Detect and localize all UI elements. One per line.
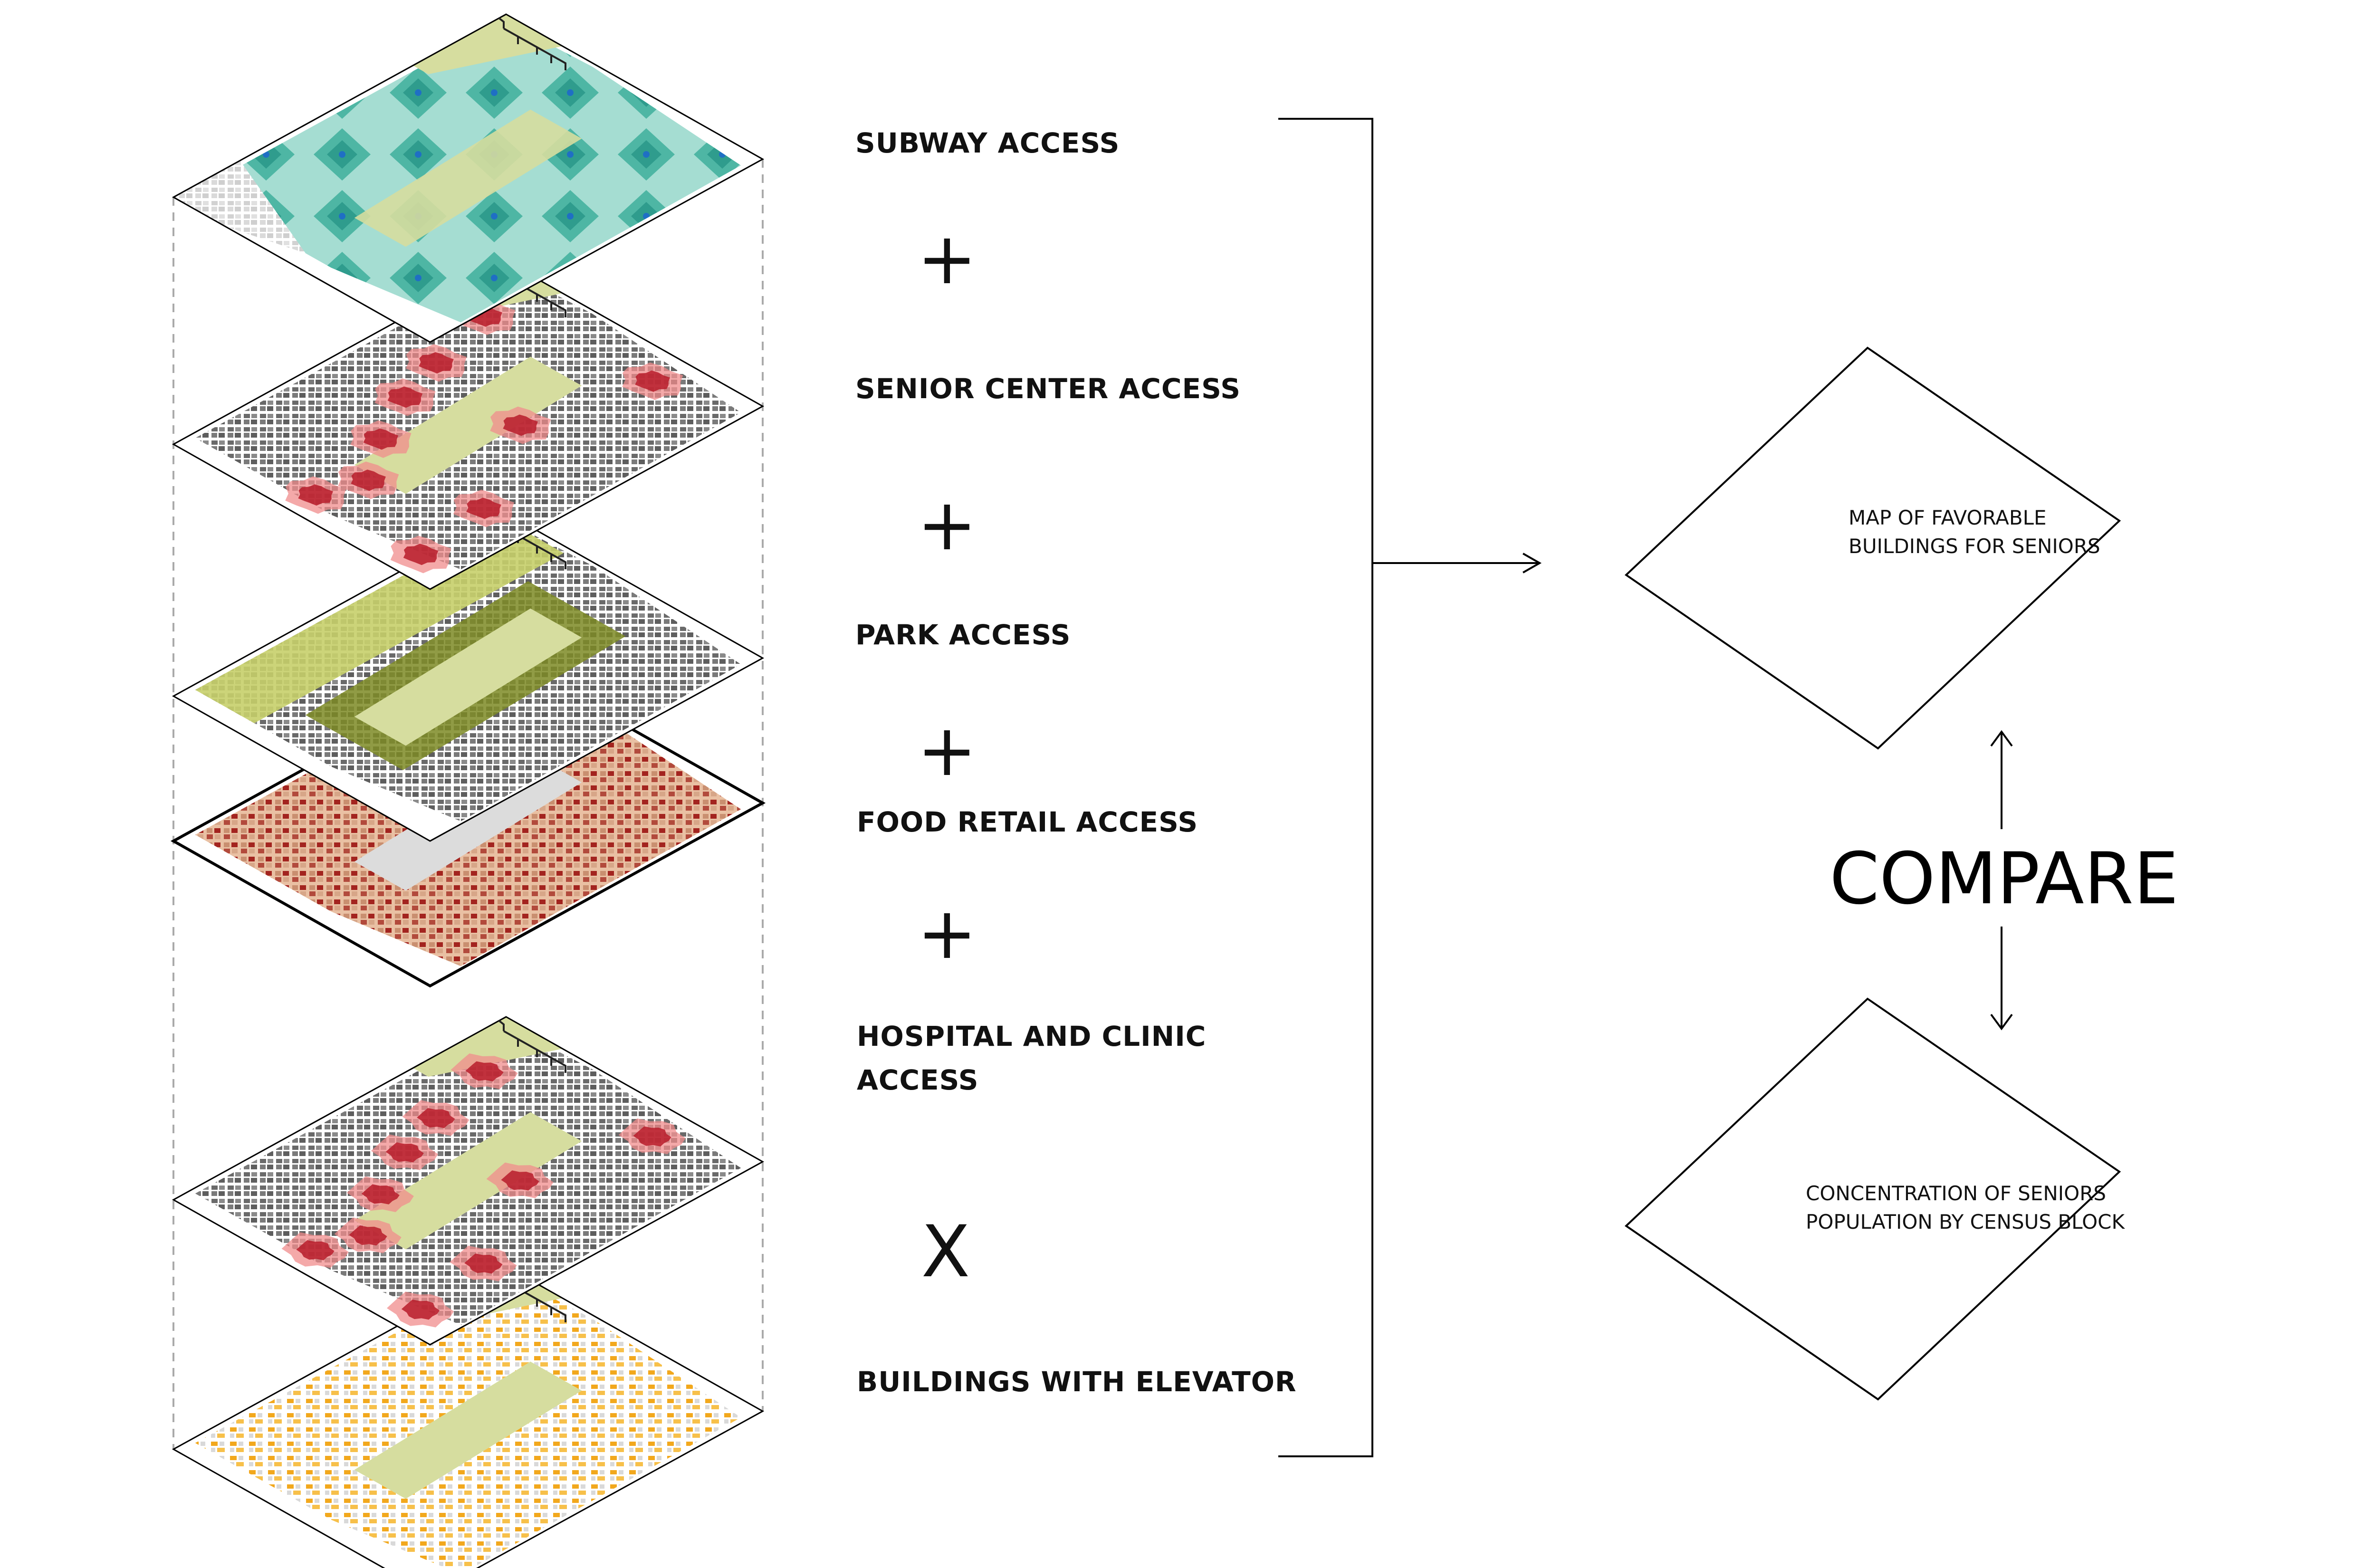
map-hotspot — [465, 1061, 504, 1081]
street-blocks — [173, 161, 306, 253]
result-top-text: MAP OF FAVORABLE BUILDINGS FOR SENIORS — [1849, 504, 2100, 561]
map-hotspot — [349, 1225, 387, 1246]
park-area — [354, 109, 582, 247]
map-hotspot — [633, 1126, 671, 1147]
map-hotspot — [501, 1170, 539, 1191]
park-area — [354, 1361, 582, 1499]
compare-label: COMPARE — [1830, 838, 2179, 920]
park-area — [354, 356, 582, 494]
map-plate-outline — [172, 1016, 765, 1346]
map-hotspot — [298, 484, 333, 506]
map-hotspot — [466, 497, 501, 519]
result-bottom-line-2: POPULATION BY CENSUS BLOCK — [1806, 1210, 2125, 1233]
layer-label-senior-center-access: SENIOR CENTER ACCESS — [855, 373, 1241, 405]
beach-strip — [413, 1017, 563, 1077]
result-bottom-text: CONCENTRATION OF SENIORS POPULATION BY C… — [1806, 1179, 2125, 1236]
operator-multiply: X — [921, 1211, 970, 1293]
park-area — [354, 608, 582, 746]
grouping-bracket — [1278, 118, 1535, 1457]
map-hotspot — [363, 428, 399, 450]
map-plate-outline — [172, 13, 765, 343]
scale-bar-icon — [498, 1020, 566, 1073]
map-hotspot — [296, 1240, 335, 1261]
map-plate-outline — [172, 260, 765, 590]
layer-label-hospital-and-clinic-access: HOSPITAL AND CLINIC ACCESS — [857, 1020, 1207, 1096]
map-plate-outline — [170, 656, 766, 988]
operator-plus-3: + — [917, 709, 977, 792]
map-layer-hospital-heat — [172, 1016, 765, 1346]
park-area — [354, 1112, 582, 1250]
map-hotspot — [387, 386, 423, 408]
map-hotspot — [417, 1108, 455, 1128]
result-top-line-2: BUILDINGS FOR SENIORS — [1849, 535, 2100, 558]
bracket-output-arrow — [1511, 553, 1542, 574]
operator-plus-4: + — [917, 892, 977, 975]
map-hotspot — [419, 352, 454, 374]
map-hotspot — [361, 1184, 400, 1205]
result-top-line-1: MAP OF FAVORABLE — [1849, 506, 2047, 529]
operator-plus-1: + — [917, 218, 977, 300]
bracket-shape — [1278, 118, 1535, 1457]
map-layer-park-buffer — [172, 512, 765, 842]
map-hotspot — [464, 1253, 503, 1274]
result-map-senior-concentration — [1624, 997, 2121, 1401]
scale-bar-icon — [498, 17, 566, 70]
map-plate-outline — [172, 512, 765, 842]
beach-strip — [413, 14, 563, 75]
map-hotspot — [385, 1142, 424, 1163]
map-hotspot — [503, 414, 538, 436]
result-bottom-line-1: CONCENTRATION OF SENIORS — [1806, 1182, 2107, 1205]
layer-label-buildings-with-elevator: BUILDINGS WITH ELEVATOR — [857, 1366, 1297, 1398]
operator-plus-2: + — [917, 484, 977, 566]
compare-double-arrow — [1990, 730, 2013, 1031]
map-layer-stack — [170, 13, 766, 1568]
map-layer-subway-coverage — [172, 13, 765, 343]
map-hotspot — [351, 469, 386, 491]
result-map-favorable-buildings — [1624, 346, 2121, 750]
layer-label-park-access: PARK ACCESS — [855, 619, 1071, 651]
layer-label-subway-access: SUBWAY ACCESS — [855, 127, 1120, 159]
shoreline-buffer — [195, 519, 564, 723]
map-hotspot — [403, 544, 439, 565]
map-layer-elevator-buildings — [172, 1265, 765, 1568]
layer-label-food-retail-access: FOOD RETAIL ACCESS — [857, 806, 1198, 838]
map-plate-outline — [172, 1265, 765, 1568]
map-hotspot — [401, 1300, 440, 1320]
map-hotspot — [635, 370, 670, 392]
layer-connector-lines — [172, 159, 764, 1449]
